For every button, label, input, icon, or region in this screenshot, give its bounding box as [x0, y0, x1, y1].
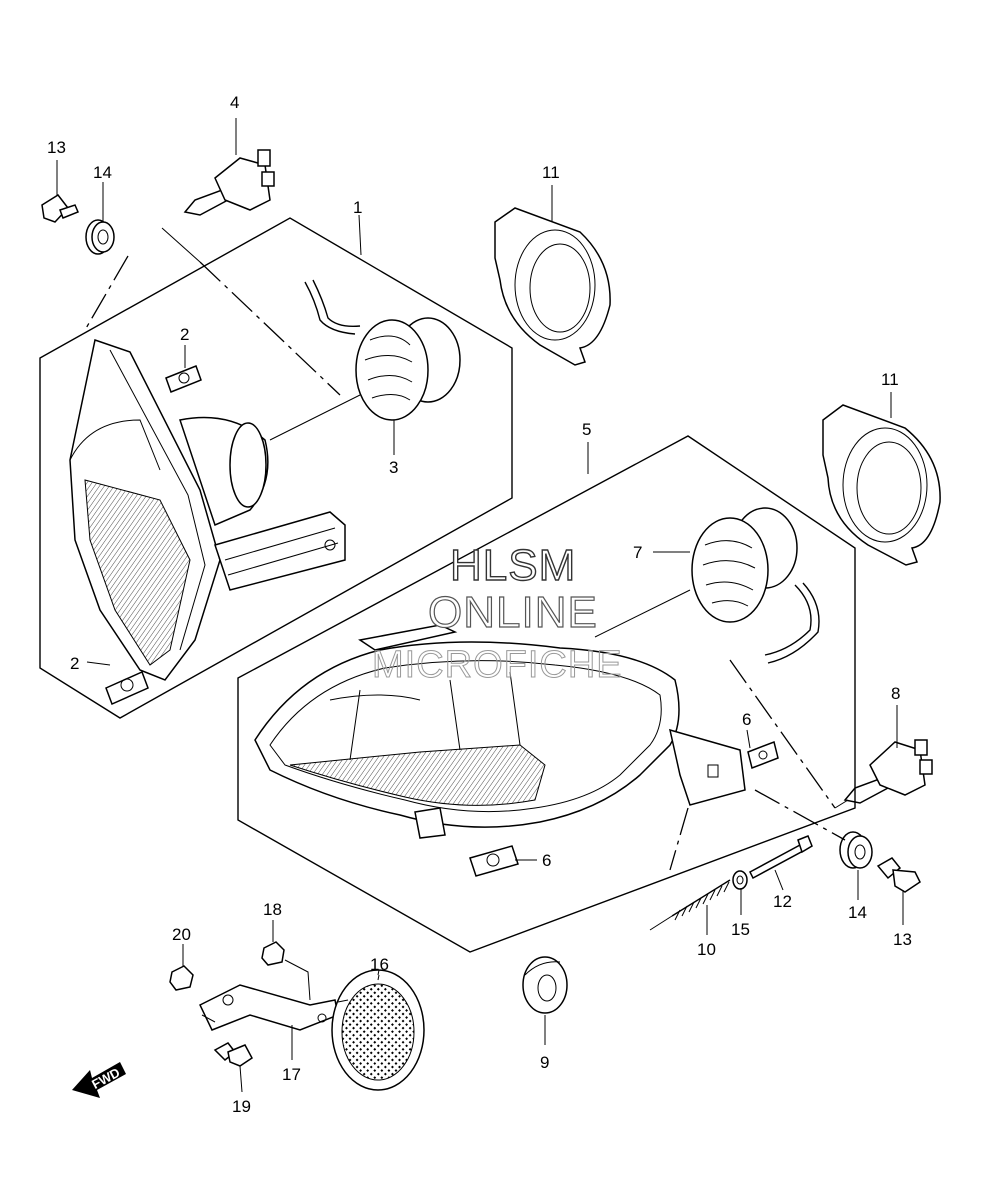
- fwd-label: FWD: [89, 1065, 122, 1092]
- callout-11a: 11: [542, 163, 560, 182]
- callout-14b: 14: [848, 903, 867, 922]
- callout-6b: 6: [542, 851, 551, 870]
- watermark-line-1: HLSM: [450, 541, 576, 590]
- callout-15: 15: [731, 920, 750, 939]
- callout-13a: 13: [47, 138, 66, 157]
- callout-numbers: 1 2 2 3 4 5 6 6 7 8 9 10 11 11 12 13 13 …: [47, 93, 912, 1116]
- grommet-lower: [839, 831, 873, 869]
- rubber-grommet: [522, 956, 568, 1014]
- callout-13b: 13: [893, 930, 912, 949]
- retaining-ring-lower: [822, 404, 941, 566]
- retaining-ring-upper: [494, 207, 611, 366]
- screw-upper: [41, 194, 79, 223]
- clip-nut-6a: [747, 740, 779, 770]
- callout-9: 9: [540, 1053, 549, 1072]
- grommet-upper: [85, 219, 115, 255]
- watermark: HLSM ONLINE MICROFICHE: [372, 540, 623, 686]
- bolt-19: [213, 1042, 253, 1067]
- callout-3: 3: [389, 458, 398, 477]
- left-headlamp-assembly: [39, 217, 513, 719]
- mounting-bracket: [199, 984, 339, 1031]
- clip-nut-2b: [105, 670, 149, 706]
- watermark-line-3: MICROFICHE: [372, 644, 623, 686]
- callout-2b: 2: [70, 654, 79, 673]
- callout-20: 20: [172, 925, 191, 944]
- washer: [732, 870, 748, 890]
- right-assembly-outline: [237, 435, 856, 953]
- callout-14a: 14: [93, 163, 112, 182]
- screw-lower: [876, 857, 921, 893]
- callout-17: 17: [282, 1065, 301, 1084]
- watermark-line-2: ONLINE: [428, 588, 598, 637]
- callout-11b: 11: [881, 370, 899, 389]
- callout-18: 18: [263, 900, 282, 919]
- callout-19: 19: [232, 1097, 251, 1116]
- callout-1: 1: [353, 198, 362, 217]
- callout-16: 16: [370, 955, 389, 974]
- adjusting-bolt: [749, 835, 813, 880]
- leader-lines: [56, 118, 904, 1093]
- forward-arrow-icon: FWD: [72, 1062, 126, 1098]
- flange-nut-18: [261, 941, 285, 966]
- callout-6a: 6: [742, 710, 751, 729]
- left-bulb-socket: [304, 279, 461, 421]
- callout-2a: 2: [180, 325, 189, 344]
- left-assembly-outline: [39, 217, 513, 719]
- flange-nut-20: [169, 965, 194, 991]
- headlight-bulb-lower: [843, 739, 933, 804]
- reflector: [331, 969, 425, 1091]
- callout-5: 5: [582, 420, 591, 439]
- callout-12: 12: [773, 892, 792, 911]
- callout-4: 4: [230, 93, 239, 112]
- adjusting-spring: [671, 879, 731, 921]
- right-bulb-socket: [691, 507, 820, 664]
- clip-nut-2a: [165, 365, 202, 393]
- headlight-bulb-upper: [183, 149, 275, 216]
- callout-10: 10: [697, 940, 716, 959]
- callout-7: 7: [633, 543, 642, 562]
- right-headlamp-assembly: [237, 435, 856, 953]
- callout-8: 8: [891, 684, 900, 703]
- clip-nut-6b: [469, 845, 519, 877]
